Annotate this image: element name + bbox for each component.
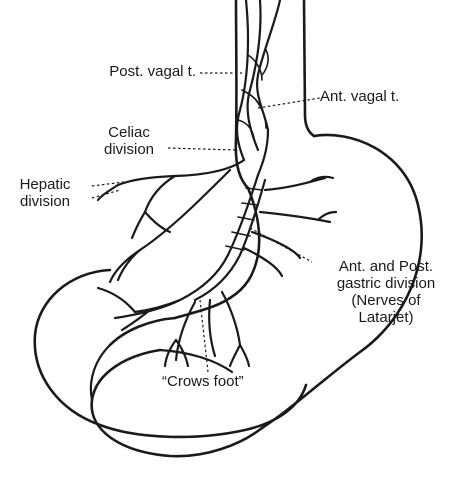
gastric-label-line4: Latarjet) <box>316 309 456 326</box>
vagal-trunks <box>237 0 280 175</box>
gastric-label-line2: gastric division <box>316 275 456 292</box>
post-vagal-trunk-label: Post. vagal t. <box>80 63 196 80</box>
celiac-label-line2: division <box>84 141 174 158</box>
crows-foot-label: “Crows foot” <box>162 373 244 390</box>
ant-vagal-trunk-label: Ant. vagal t. <box>320 88 399 105</box>
hepatic-label-line2: division <box>2 193 88 210</box>
hepatic-label-line1: Hepatic <box>2 176 88 193</box>
gastric-label-line3: (Nerves of <box>316 292 456 309</box>
celiac-division-label: Celiac division <box>84 124 174 158</box>
celiac-label-line1: Celiac <box>84 124 174 141</box>
hepatic-division-label: Hepatic division <box>2 176 88 210</box>
gastric-division-nerves <box>98 175 336 366</box>
gastric-division-label: Ant. and Post. gastric division (Nerves … <box>316 258 456 326</box>
gastric-label-line1: Ant. and Post. <box>316 258 456 275</box>
